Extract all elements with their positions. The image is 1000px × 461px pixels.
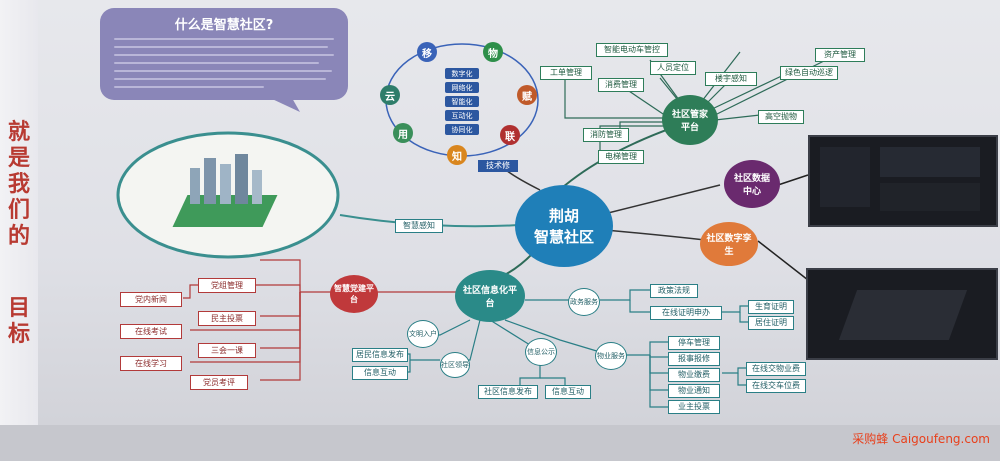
cycle-node: 用 xyxy=(393,123,413,143)
mgmt-item: 绿色自动巡逻 xyxy=(780,66,838,80)
cycle-item: 协同化 xyxy=(445,124,479,135)
gov-item: 在线证明申办 xyxy=(650,306,722,320)
hub-digital-twin: 社区数字孪生 xyxy=(700,222,758,266)
party-item: 三会一课 xyxy=(198,343,256,358)
cycle-item: 网络化 xyxy=(445,82,479,93)
mgmt-item: 高空抛物 xyxy=(758,110,804,124)
party-item: 在线学习 xyxy=(120,356,182,371)
party-item: 党员考评 xyxy=(190,375,248,390)
digital-twin-screen xyxy=(806,268,998,360)
watermark: 采购蜂 Caigoufeng.com xyxy=(852,432,990,446)
bubble-title: 什么是智慧社区? xyxy=(174,18,274,33)
cycle-node: 赋 xyxy=(517,85,537,105)
data-center-screen xyxy=(808,135,998,227)
leader-item: 信息互动 xyxy=(352,366,408,380)
hub-data-center: 社区数据中心 xyxy=(724,160,780,208)
party-item: 党内新闻 xyxy=(120,292,182,307)
cycle-item: 智能化 xyxy=(445,96,479,107)
bubble-text-line xyxy=(114,62,319,64)
slogan-char: 标 xyxy=(7,322,30,347)
slogan-char: 的 xyxy=(7,224,30,249)
property-item: 在线交车位费 xyxy=(746,379,806,393)
publish-item: 社区信息发布 xyxy=(478,385,538,399)
center-title-line1: 荆胡 xyxy=(548,207,579,225)
bubble-text-line xyxy=(114,46,328,48)
publish-item: 信息互动 xyxy=(545,385,591,399)
center-hub: 荆胡 智慧社区 xyxy=(515,185,613,267)
property-item: 报事报修 xyxy=(668,352,720,366)
info-sub-residents: 文明入户 xyxy=(407,320,439,348)
slogan-char: 是 xyxy=(7,146,30,171)
mgmt-item: 电梯管理 xyxy=(598,150,644,164)
info-sub-property: 物业服务 xyxy=(595,342,627,370)
info-sub-gov: 政务服务 xyxy=(568,288,600,316)
party-item: 党组管理 xyxy=(198,278,256,293)
party-item: 在线考试 xyxy=(120,324,182,339)
gov-item: 生育证明 xyxy=(748,300,794,314)
cycle-node: 云 xyxy=(380,85,400,105)
bubble-text-line xyxy=(114,70,332,72)
mgmt-item: 智能电动车管控 xyxy=(596,43,668,57)
cycle-node: 知 xyxy=(447,145,467,165)
tech-label: 技术修 xyxy=(478,160,518,172)
slogan-char: 们 xyxy=(7,198,30,223)
link-smart-sense: 智慧感知 xyxy=(395,219,443,233)
property-item: 物业通知 xyxy=(668,384,720,398)
cycle-node: 联 xyxy=(500,125,520,145)
leader-item: 居民信息发布 xyxy=(352,348,408,362)
info-sub-leader: 社区领导 xyxy=(440,352,470,378)
hub-info-platform: 社区信息化平台 xyxy=(455,270,525,322)
mgmt-item: 消防管理 xyxy=(583,128,629,142)
cycle-node: 移 xyxy=(417,42,437,62)
property-item: 在线交物业费 xyxy=(746,362,806,376)
mgmt-item: 资产管理 xyxy=(815,48,865,62)
bubble-text-line xyxy=(114,86,264,88)
hub-party-platform: 智慧党建平台 xyxy=(330,275,378,313)
hub-management: 社区管家平台 xyxy=(662,95,718,145)
property-item: 停车管理 xyxy=(668,336,720,350)
slogan-char: 就 xyxy=(7,120,30,145)
bubble-text-line xyxy=(114,38,334,40)
slogan-char: 我 xyxy=(7,172,30,197)
mgmt-item: 消费管理 xyxy=(598,78,644,92)
cycle-item: 数字化 xyxy=(445,68,479,79)
bubble-text-line xyxy=(114,78,326,80)
info-sub-info: 信息公示 xyxy=(525,338,557,366)
cycle-node: 物 xyxy=(483,42,503,62)
what-is-smart-community-bubble: 什么是智慧社区? xyxy=(100,8,348,100)
mgmt-item: 楼宇感知 xyxy=(705,72,757,86)
party-item: 民主投票 xyxy=(198,311,256,326)
property-item: 业主投票 xyxy=(668,400,720,414)
gov-item: 居住证明 xyxy=(748,316,794,330)
left-slogan-strip: 就 是 我 们 的 目 标 xyxy=(0,0,38,461)
bubble-text-line xyxy=(114,54,334,56)
property-item: 物业缴费 xyxy=(668,368,720,382)
mgmt-item: 人员定位 xyxy=(650,61,696,75)
city-illustration xyxy=(170,150,280,235)
center-title-line2: 智慧社区 xyxy=(533,228,594,246)
gov-item: 政策法规 xyxy=(650,284,698,298)
cycle-item: 互动化 xyxy=(445,110,479,121)
slogan-char: 目 xyxy=(7,296,30,321)
mgmt-item: 工单管理 xyxy=(540,66,592,80)
